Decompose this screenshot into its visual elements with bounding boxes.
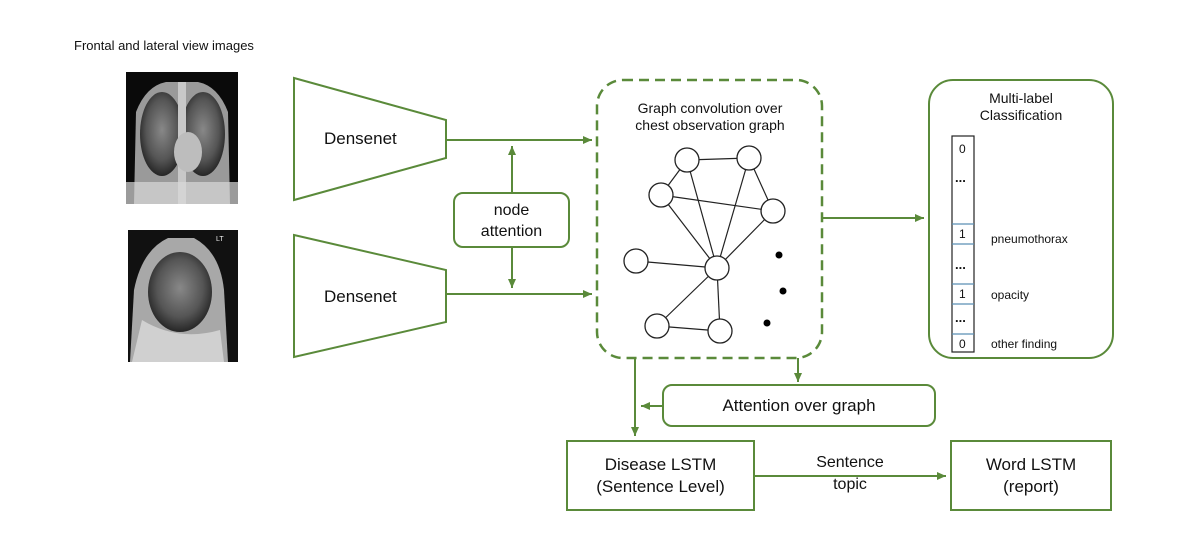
graph-node xyxy=(736,145,762,171)
densenet-label-lateral: Densenet xyxy=(324,287,397,306)
node-attention-line2: attention xyxy=(480,223,543,240)
graph-title-line2: chest observation graph xyxy=(635,117,785,133)
vector-cell: 0 xyxy=(959,142,966,156)
word-lstm-line1: Word LSTM xyxy=(985,455,1077,474)
node-attention-line1: node xyxy=(493,202,530,219)
graph-node xyxy=(704,255,730,281)
classification-title-line1: Multi-label xyxy=(989,90,1053,106)
classification-box xyxy=(928,79,1114,359)
attention-over-graph-label: Attention over graph xyxy=(722,396,876,415)
graph-nodes xyxy=(623,145,786,344)
graph-node xyxy=(760,198,786,224)
images-title: Frontal and lateral view images xyxy=(74,38,254,53)
sentence-topic-line2: topic xyxy=(833,476,867,493)
graph-node xyxy=(674,147,700,173)
graph-title: Graph convolution over chest observation… xyxy=(600,100,820,134)
label-vector-dividers xyxy=(952,223,974,335)
vector-cell: ... xyxy=(955,257,966,272)
vector-cell: 1 xyxy=(959,287,966,301)
graph-title-line1: Graph convolution over xyxy=(637,100,783,116)
vector-cell: ... xyxy=(955,310,966,325)
densenet-encoder-lateral xyxy=(293,233,447,359)
graph-node xyxy=(644,313,670,339)
label-opacity: opacity xyxy=(991,288,1030,302)
disease-lstm-box: Disease LSTM (Sentence Level) xyxy=(566,440,755,511)
label-pneumothorax: pneumothorax xyxy=(991,232,1068,246)
word-lstm-line2: (report) xyxy=(1003,477,1059,496)
lateral-marker: LT xyxy=(216,236,224,243)
ellipsis-dots xyxy=(763,251,787,327)
vector-cell: 1 xyxy=(959,227,966,241)
label-other-finding: other finding xyxy=(991,337,1058,351)
disease-lstm-line1: Disease LSTM xyxy=(604,455,717,474)
graph-node xyxy=(707,318,733,344)
frontal-xray-image xyxy=(126,72,238,204)
graph-node xyxy=(623,248,649,274)
classification-title-line2: Classification xyxy=(979,107,1063,123)
sentence-topic-label: Sentence topic xyxy=(790,452,910,496)
sentence-topic-line1: Sentence xyxy=(816,454,884,471)
word-lstm-box: Word LSTM (report) xyxy=(950,440,1112,511)
vector-cell: 0 xyxy=(959,337,966,351)
classification-title: Multi-label Classification xyxy=(929,90,1113,124)
densenet-label-frontal: Densenet xyxy=(324,129,397,148)
disease-lstm-line2: (Sentence Level) xyxy=(596,477,725,496)
graph-node xyxy=(648,182,674,208)
densenet-encoder-frontal xyxy=(293,76,447,202)
vector-cell: ... xyxy=(955,170,966,185)
attention-over-graph-box: Attention over graph xyxy=(662,384,936,427)
lateral-xray-image: LT xyxy=(128,230,238,362)
node-attention-box: node attention xyxy=(453,192,570,248)
